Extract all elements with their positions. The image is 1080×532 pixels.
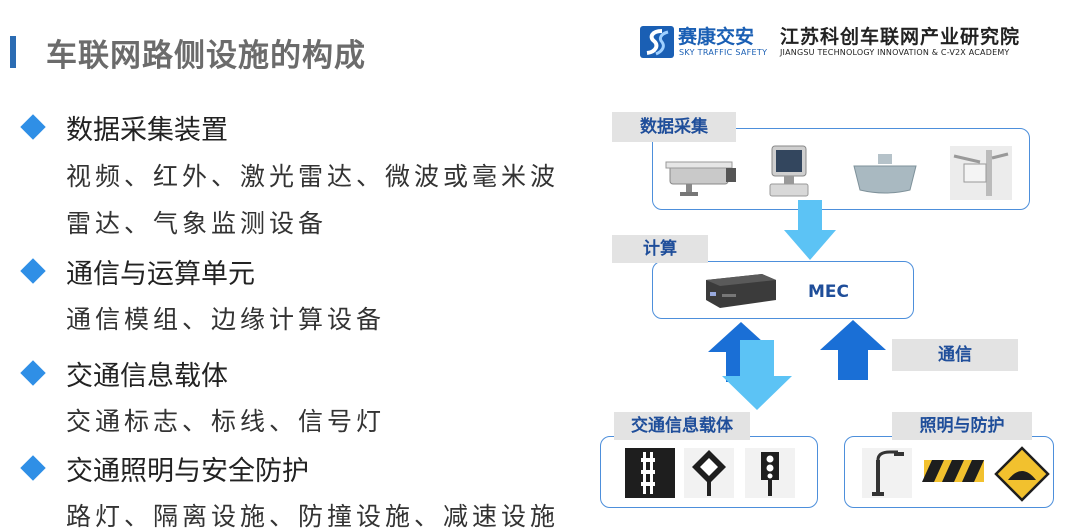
section-line: 路灯、隔离设施、防撞设施、减速设施	[66, 502, 560, 531]
section-line: 通信模组、边缘计算设备	[66, 305, 386, 334]
camera-icon	[665, 161, 736, 196]
street-lamp-icon	[862, 448, 912, 498]
label-compute: 计算	[612, 235, 708, 263]
section-heading-text: 通信与运算单元	[66, 259, 255, 290]
section-heading-text: 交通照明与安全防护	[66, 456, 309, 487]
label-lighting: 照明与防护	[892, 412, 1032, 440]
weather-sensor-icon	[950, 146, 1012, 200]
edge-computer-icon	[706, 274, 776, 308]
sky-traffic-logo-icon	[640, 26, 674, 58]
section-heading-text: 数据采集装置	[66, 115, 228, 146]
barrier-icon	[922, 460, 984, 482]
traffic-light-icon	[745, 448, 795, 498]
brand1-name-cn: 赛康交安	[678, 26, 755, 48]
diamond-bullet-icon	[20, 360, 46, 386]
brand2-name-cn: 江苏科创车联网产业研究院	[780, 26, 1021, 48]
section-heading-lighting-safety: 交通照明与安全防护	[20, 449, 309, 488]
arrow-up-right-icon	[820, 320, 886, 380]
section-heading-traffic-info: 交通信息载体	[20, 354, 228, 393]
section-line: 交通标志、标线、信号灯	[66, 407, 386, 436]
section-heading-data-collection: 数据采集装置	[20, 108, 228, 147]
mec-label: MEC	[808, 282, 850, 302]
arrow-down-icon	[784, 200, 836, 260]
microwave-sensor-icon	[853, 154, 917, 194]
label-data-collection: 数据采集	[612, 112, 736, 142]
diamond-bullet-icon	[20, 455, 46, 481]
diamond-sign-icon	[684, 448, 734, 498]
label-communication: 通信	[892, 339, 1018, 371]
speed-bump-sign-icon	[994, 446, 1050, 502]
diamond-bullet-icon	[20, 114, 46, 140]
label-traffic-info: 交通信息载体	[614, 412, 750, 440]
section-line: 视频、红外、激光雷达、微波或毫米波	[66, 162, 560, 191]
radar-icon	[769, 145, 809, 197]
page-title: 车联网路侧设施的构成	[46, 38, 366, 74]
compute-frame	[652, 261, 914, 319]
title-accent-bar	[10, 36, 16, 68]
arrow-down-middle-icon	[722, 340, 792, 410]
diamond-bullet-icon	[20, 258, 46, 284]
section-heading-comm-compute: 通信与运算单元	[20, 252, 255, 291]
brand1-name-en: SKY TRAFFIC SAFETY	[679, 48, 768, 57]
road-marking-icon	[625, 448, 675, 498]
section-heading-text: 交通信息载体	[66, 361, 228, 392]
brand2-name-en: JIANGSU TECHNOLOGY INNOVATION & C-V2X AC…	[780, 48, 1010, 57]
section-line: 雷达、气象监测设备	[66, 209, 328, 238]
